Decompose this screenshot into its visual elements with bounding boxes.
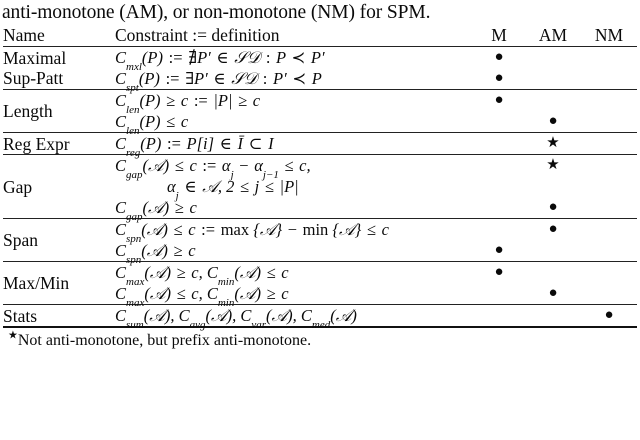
header-am: AM [538,25,568,45]
definition-line: Cgap(𝒜) ≥ c [115,198,197,224]
marker-m: ● ● [473,89,525,133]
marker-m: ● ● [473,261,525,305]
row-definition-length: Clen(P) ≥ c := |P| ≥ c Clen(P) ≤ c [115,89,473,138]
marker-m: ● [473,304,525,327]
definition-line: Cmax(𝒜) ≤ c, Cmin(𝒜) ≥ c [115,284,289,310]
marker-nm: ● ● ● [581,154,637,219]
definition-line: Clen(P) ≤ c [115,112,189,138]
definition-line: Cmax(𝒜) ≥ c, Cmin(𝒜) ≤ c [115,263,289,289]
bullet-marker: ● [494,49,504,65]
marker-nm: ● ● [581,218,637,262]
star-marker: ★ [546,157,560,173]
row-name-length: Length [3,89,115,133]
definition-line: Creg(P) := P[i] ∈ Ī ⊂ I [115,134,274,160]
definition-line: Cgap(𝒜) ≤ c := αj − αj−1 ≤ c, [115,156,311,182]
star-marker: ★ [546,135,560,151]
bullet-marker: ● [494,242,504,258]
bullet-marker: ● [548,199,558,215]
row-definition-max-min: Cmax(𝒜) ≥ c, Cmin(𝒜) ≤ c Cmax(𝒜) ≤ c, Cm… [115,261,473,310]
table-row: Max/Min Cmax(𝒜) ≥ c, Cmin(𝒜) ≤ c Cmax(𝒜)… [3,261,637,310]
row-name-stats: Stats [3,304,115,327]
marker-am: ★ [525,132,581,155]
row-definition-reg-expr: Creg(P) := P[i] ∈ Ī ⊂ I [115,132,473,160]
row-name-line: Sup-Patt [3,68,64,88]
table-header: Name Constraint := definition M AM NM [3,25,637,47]
row-name-span: Span [3,218,115,262]
marker-am: ● [525,304,581,327]
marker-m: ● ● ● [473,154,525,219]
footnote-text: Not anti-monotone, but prefix anti-monot… [17,332,312,349]
table-row: Span Cspn(𝒜) ≤ c := max {𝒜} − min {𝒜} ≤ … [3,218,637,267]
row-name-maximal: Maximal Sup-Patt [3,46,115,90]
definition-line: Clen(P) ≥ c := |P| ≥ c [115,91,261,117]
table-row: Gap Cgap(𝒜) ≤ c := αj − αj−1 ≤ c, αj ∈ 𝒜… [3,154,637,224]
table-body: Maximal Sup-Patt Cmxl(P) := ∄P′ ∈ 𝒮𝒟 : P… [3,46,637,332]
marker-m: ● ● [473,46,525,90]
table-row: Reg Expr Creg(P) := P[i] ∈ Ī ⊂ I ● ★ ● [3,132,637,160]
marker-am: ● ● [525,261,581,305]
row-definition-maximal: Cmxl(P) := ∄P′ ∈ 𝒮𝒟 : P ≺ P′ Cspt(P) := … [115,46,473,95]
figure-caption: anti-monotone (AM), or non-monotone (NM)… [2,2,431,23]
header-name: Name [3,25,45,45]
definition-line: Cspn(𝒜) ≤ c := max {𝒜} − min {𝒜} ≤ c [115,220,389,246]
header-m: M [491,25,507,45]
bullet-marker: ● [548,221,558,237]
table-top-rule: Name Constraint := definition M AM NM [3,25,637,47]
bullet-marker: ● [494,264,504,280]
table-row: Maximal Sup-Patt Cmxl(P) := ∄P′ ∈ 𝒮𝒟 : P… [3,46,637,95]
footnote-star-icon: ★ [8,329,18,342]
definition-line: Cspn(𝒜) ≥ c [115,241,196,267]
bullet-marker: ● [548,113,558,129]
marker-nm: ● [581,132,637,155]
bullet-marker: ● [494,92,504,108]
definition-line: αj ∈ 𝒜, 2 ≤ j ≤ |P| [167,177,299,203]
definition-line: Cspt(P) := ∃P′ ∈ 𝒮𝒟 : P′ ≺ P [115,69,322,95]
table-footnote: ★Not anti-monotone, but prefix anti-mono… [0,328,640,350]
row-definition-stats: Csum(𝒜), Cavg(𝒜), Cvar(𝒜), Cmed(𝒜) [115,304,473,332]
marker-nm: ● ● [581,89,637,133]
marker-nm: ● [581,304,637,327]
definition-line: Cmxl(P) := ∄P′ ∈ 𝒮𝒟 : P ≺ P′ [115,48,325,74]
table-row: Length Clen(P) ≥ c := |P| ≥ c Clen(P) ≤ … [3,89,637,138]
row-name-reg-expr: Reg Expr [3,132,115,155]
marker-am: ● ● [525,218,581,262]
definition-line: Csum(𝒜), Cavg(𝒜), Cvar(𝒜), Cmed(𝒜) [115,306,357,332]
row-name-gap: Gap [3,154,115,219]
bullet-marker: ● [604,307,614,323]
row-definition-span: Cspn(𝒜) ≤ c := max {𝒜} − min {𝒜} ≤ c Csp… [115,218,473,267]
marker-nm: ● ● [581,46,637,90]
marker-am: ★ ● ● [525,154,581,219]
row-name-max-min: Max/Min [3,261,115,305]
row-definition-gap: Cgap(𝒜) ≤ c := αj − αj−1 ≤ c, αj ∈ 𝒜, 2 … [115,154,473,224]
bullet-marker: ● [494,70,504,86]
header-nm: NM [594,25,624,45]
constraint-table: Name Constraint := definition M AM NM Ma… [3,25,637,332]
marker-nm: ● ● [581,261,637,305]
row-name-line: Maximal [3,48,67,68]
marker-m: ● [473,132,525,155]
marker-am: ● ● [525,89,581,133]
marker-m: ● ● [473,218,525,262]
marker-am: ● ● [525,46,581,90]
bullet-marker: ● [548,285,558,301]
header-definition: Constraint := definition [115,25,280,45]
table-row: Stats Csum(𝒜), Cavg(𝒜), Cvar(𝒜), Cmed(𝒜)… [3,304,637,332]
